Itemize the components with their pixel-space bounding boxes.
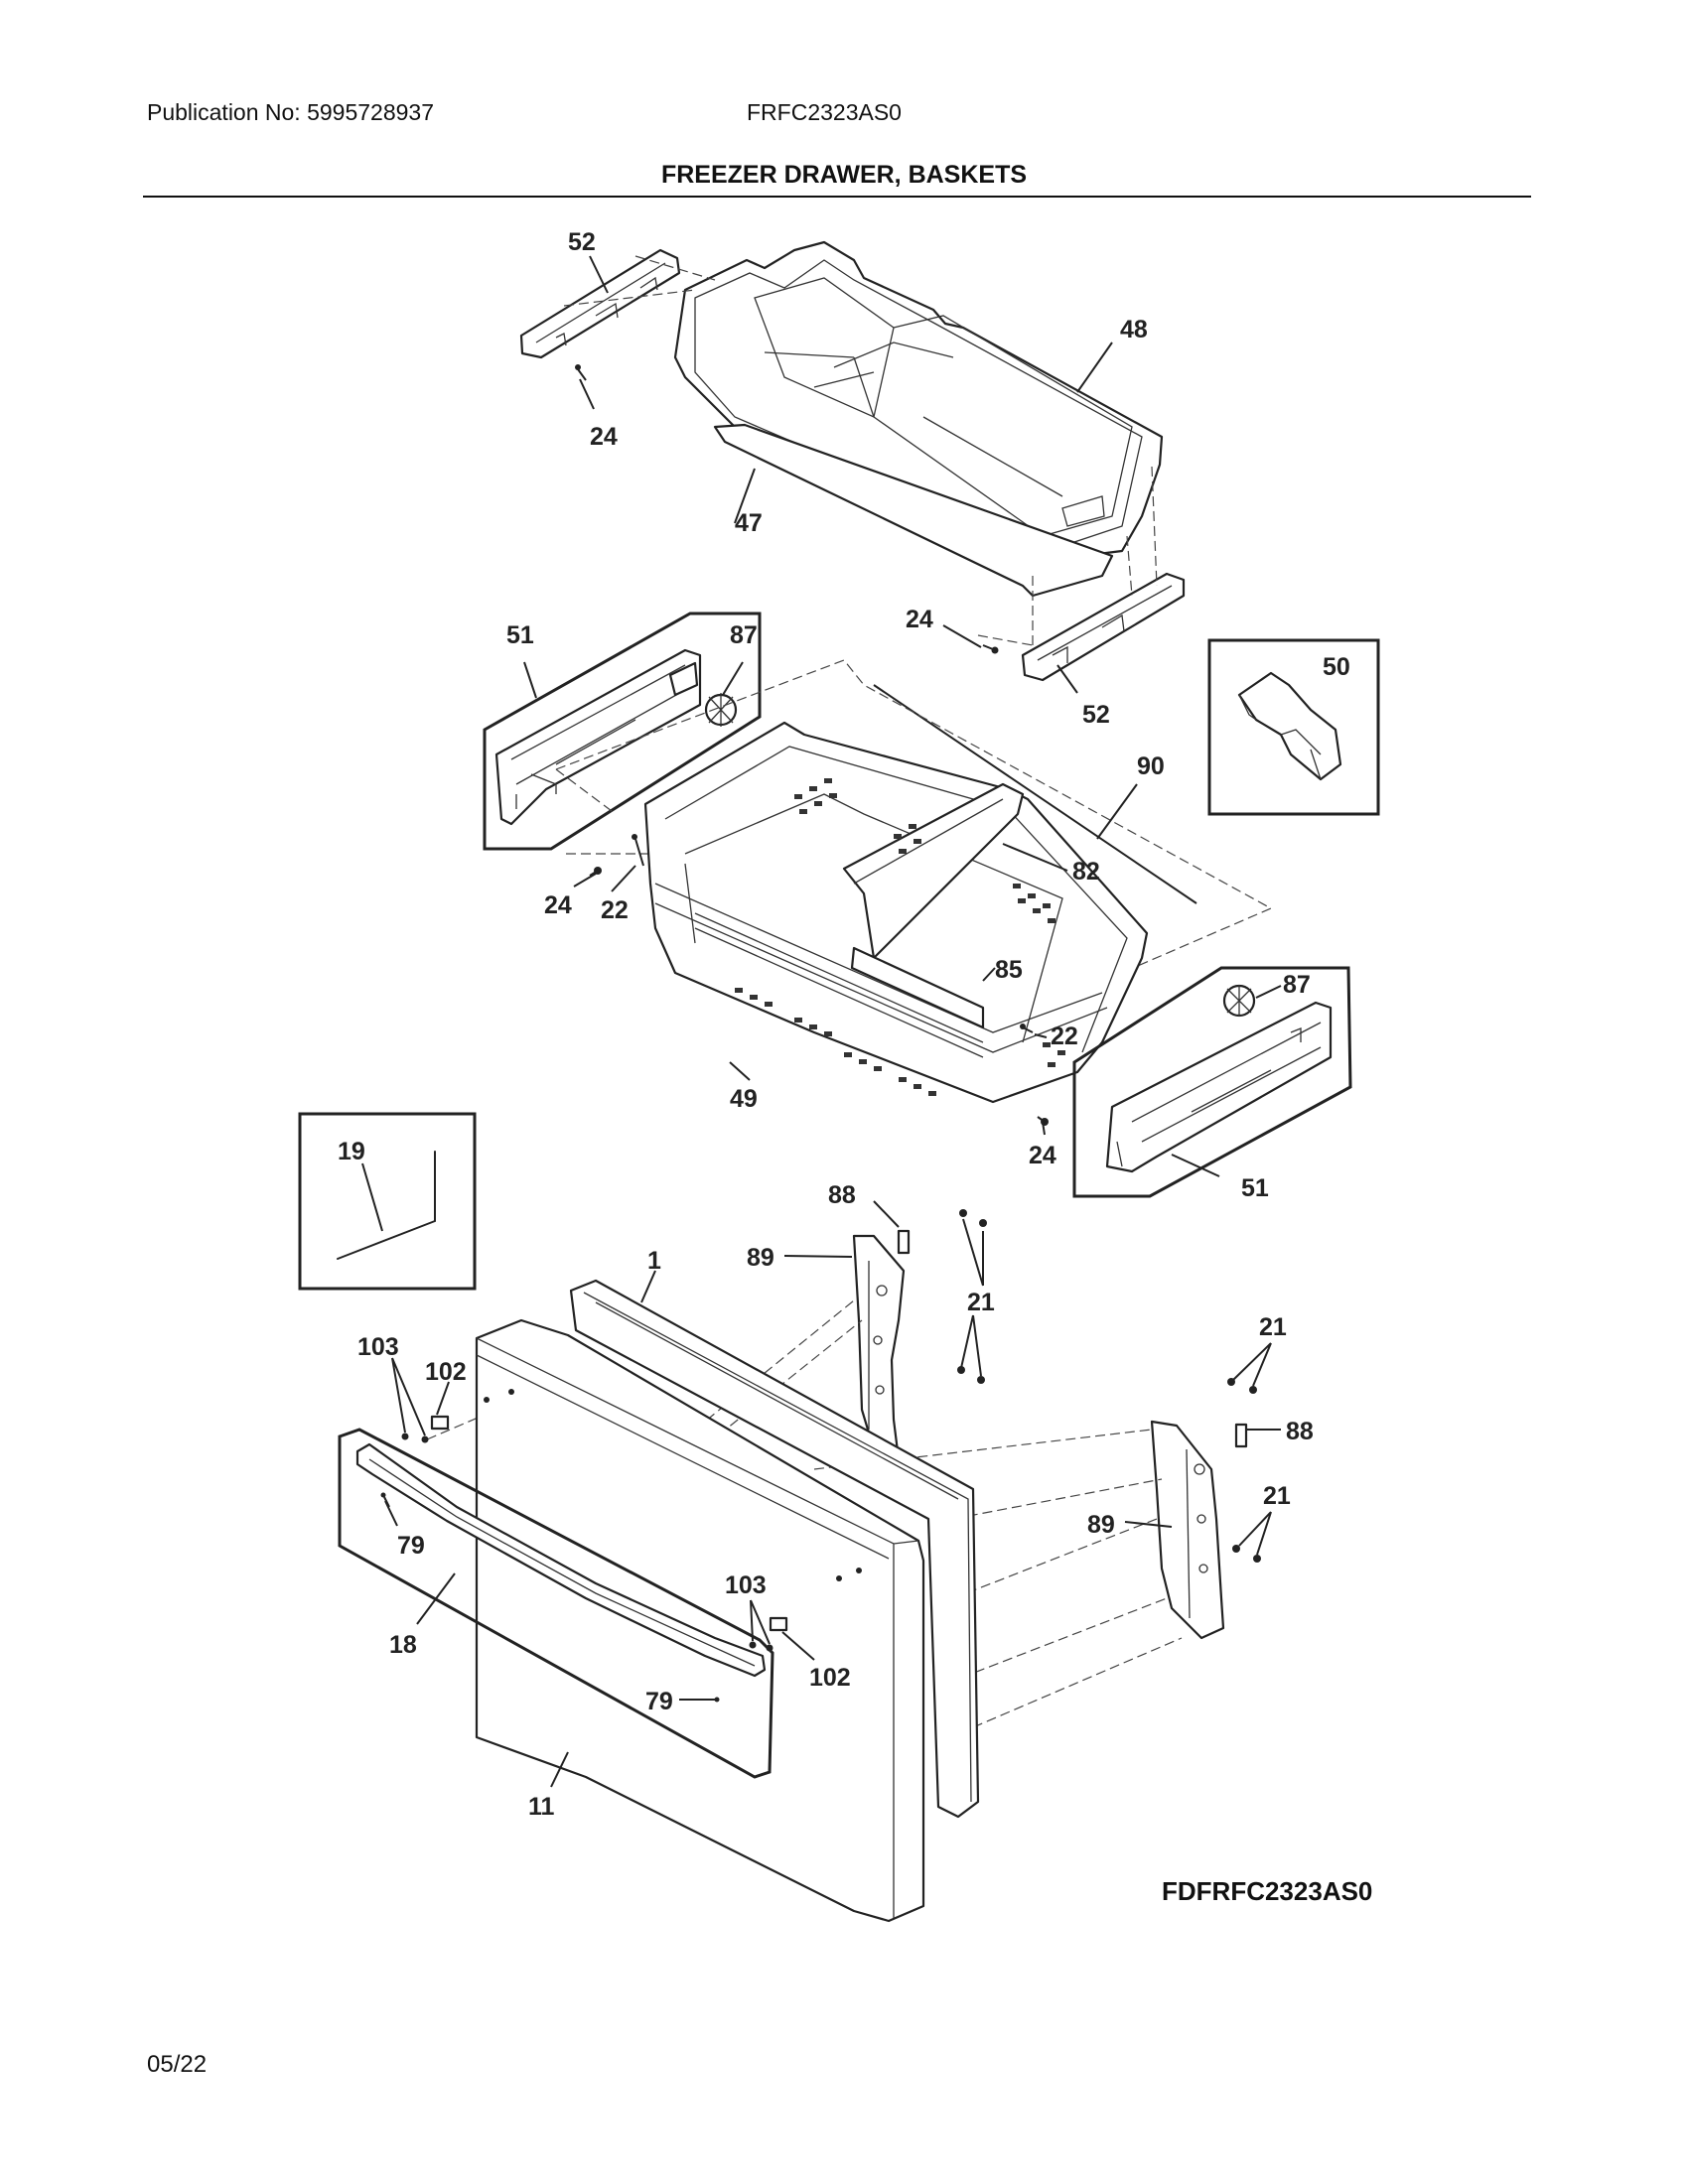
screws-21 [957,1209,1261,1563]
callout-21: 21 [967,1289,995,1316]
callout-89: 89 [747,1244,774,1272]
slide-rail-51-right-inset [1072,966,1352,1198]
callout-22: 22 [601,896,629,924]
leader-lines [361,255,1282,1788]
callout-85: 85 [995,956,1023,984]
callout-48: 48 [1120,316,1148,343]
pin-22-part [632,834,644,867]
callout-18: 18 [389,1631,417,1659]
model-number: FRFC2323AS0 [747,99,902,125]
callout-21: 21 [1259,1313,1287,1341]
callout-52: 52 [568,228,596,256]
door-gasket-part [569,1279,980,1819]
callout-11: 11 [528,1793,555,1821]
spacer-88-lower [1234,1423,1248,1448]
screw-part [589,867,602,877]
callout-90: 90 [1137,752,1165,780]
callout-24: 24 [1029,1142,1056,1169]
callout-102: 102 [809,1664,851,1692]
callout-82: 82 [1072,858,1100,886]
callout-87: 87 [1283,971,1311,999]
callout-22: 22 [1051,1023,1078,1050]
callout-103: 103 [725,1571,767,1599]
callout-50: 50 [1323,653,1350,681]
callout-24: 24 [544,891,572,919]
callout-88: 88 [828,1181,856,1209]
upper-bin-part [673,240,1164,598]
diagram-code: FDFRFC2323AS0 [1162,1876,1373,1906]
callout-102: 102 [425,1358,467,1386]
callout-52: 52 [1082,701,1110,729]
handle-18-inset [338,1428,774,1779]
screws-103 [401,1433,774,1652]
callout-49: 49 [730,1085,758,1113]
callout-79: 79 [397,1532,425,1560]
hinge-bracket-89-lower [1150,1420,1225,1640]
callout-89: 89 [1087,1511,1115,1539]
screw-part [575,364,587,381]
callout-51: 51 [506,621,534,649]
publication-number: Publication No: 5995728937 [147,99,435,125]
slide-rail-51-left-inset [483,612,762,851]
pin-22-part [1020,1024,1034,1033]
callout-47: 47 [735,509,763,537]
callout-19: 19 [338,1138,365,1165]
callout-87: 87 [730,621,758,649]
screw-part [982,644,999,654]
spacer-88-upper [897,1229,911,1255]
part-50-inset [1207,638,1380,816]
tool-19-inset [298,1112,477,1291]
callout-79: 79 [645,1688,673,1715]
clip-102-right [769,1616,788,1632]
callout-103: 103 [357,1333,399,1361]
clip-102-left [430,1415,450,1431]
title-divider [143,196,1531,198]
slide-rail-52-lower [1021,572,1186,682]
door-panel-part [475,1318,925,1923]
callout-1: 1 [647,1247,661,1275]
callout-24: 24 [590,423,618,451]
callout-51: 51 [1241,1174,1269,1202]
page-title: FREEZER DRAWER, BASKETS [660,161,1028,189]
callout-88: 88 [1286,1418,1314,1445]
main-basket-part [643,721,1149,1104]
revision-date: 05/22 [147,2051,208,2078]
callout-24: 24 [906,606,933,633]
slide-rail-52-top [519,248,681,359]
hinge-bracket-89-upper [852,1234,906,1466]
callout-21: 21 [1263,1482,1291,1510]
rod-90 [873,684,1197,904]
